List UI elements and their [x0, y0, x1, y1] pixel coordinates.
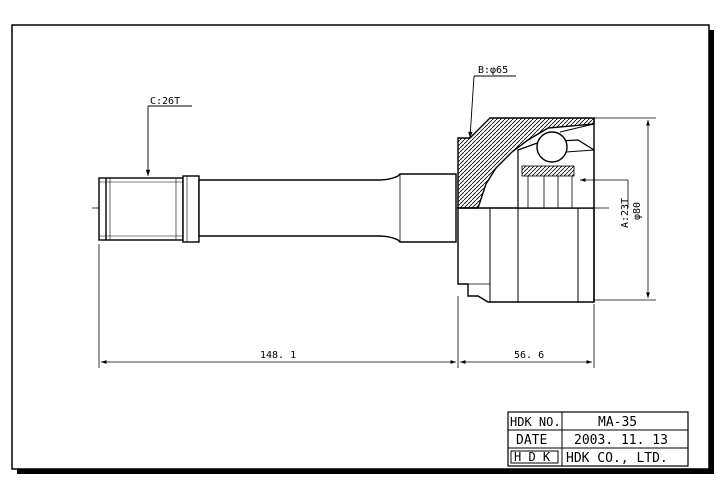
seal-diameter-label: B:φ65	[478, 65, 508, 76]
housing-lower	[457, 207, 595, 303]
part-no-value: MA-35	[598, 415, 637, 430]
outer-race-housing	[457, 117, 595, 303]
date-value: 2003. 11. 13	[574, 433, 668, 448]
hdk-logo-box	[510, 450, 559, 464]
spline-inner-label: A:23T	[620, 198, 631, 228]
diameter-dimension	[580, 117, 656, 301]
hdk-logo: H D K	[514, 450, 551, 464]
spline-outer-leader	[145, 105, 192, 176]
part-no-label: HDK NO.	[510, 415, 561, 429]
shaft	[98, 173, 457, 243]
seal-diameter-leader	[468, 75, 516, 139]
title-block	[507, 411, 689, 467]
shaft-collar	[182, 175, 200, 243]
shaft-length-dimension: 148. 1	[260, 350, 296, 361]
drawing-frame	[11, 24, 714, 474]
housing-section-hatched	[457, 117, 595, 209]
housing-length-dimension: 56. 6	[514, 350, 544, 361]
shaft-body	[198, 173, 457, 243]
inner-race-hatch	[521, 165, 575, 177]
company-name: HDK CO., LTD.	[566, 451, 668, 466]
spline-section	[98, 177, 184, 241]
ball	[536, 131, 568, 163]
outer-diameter-label: φ80	[632, 202, 643, 220]
spline-outer-label: C:26T	[150, 96, 180, 107]
date-label: DATE	[516, 433, 547, 448]
length-dimensions	[98, 244, 595, 368]
